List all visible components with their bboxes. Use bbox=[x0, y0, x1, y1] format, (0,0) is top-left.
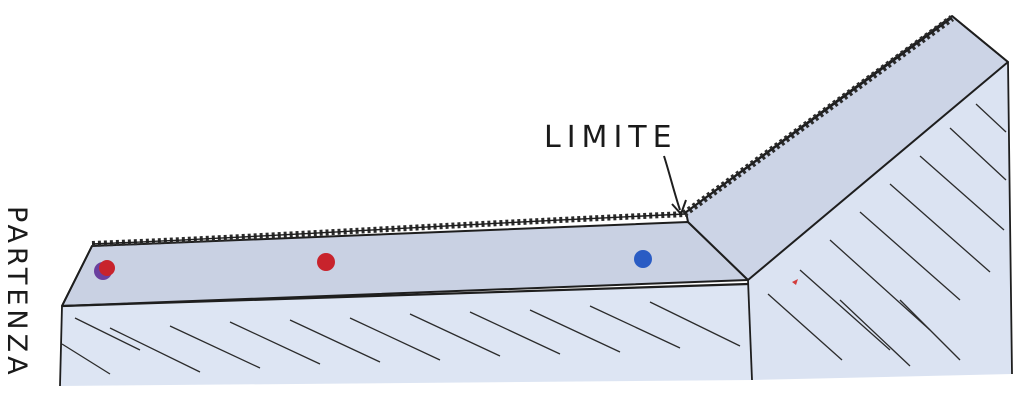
start-label: PARTENZA bbox=[1, 206, 32, 379]
limit-label: LIMITE bbox=[544, 120, 678, 155]
marble-right bbox=[634, 250, 652, 268]
limit-arrow bbox=[664, 156, 686, 214]
marble-middle bbox=[317, 253, 335, 271]
